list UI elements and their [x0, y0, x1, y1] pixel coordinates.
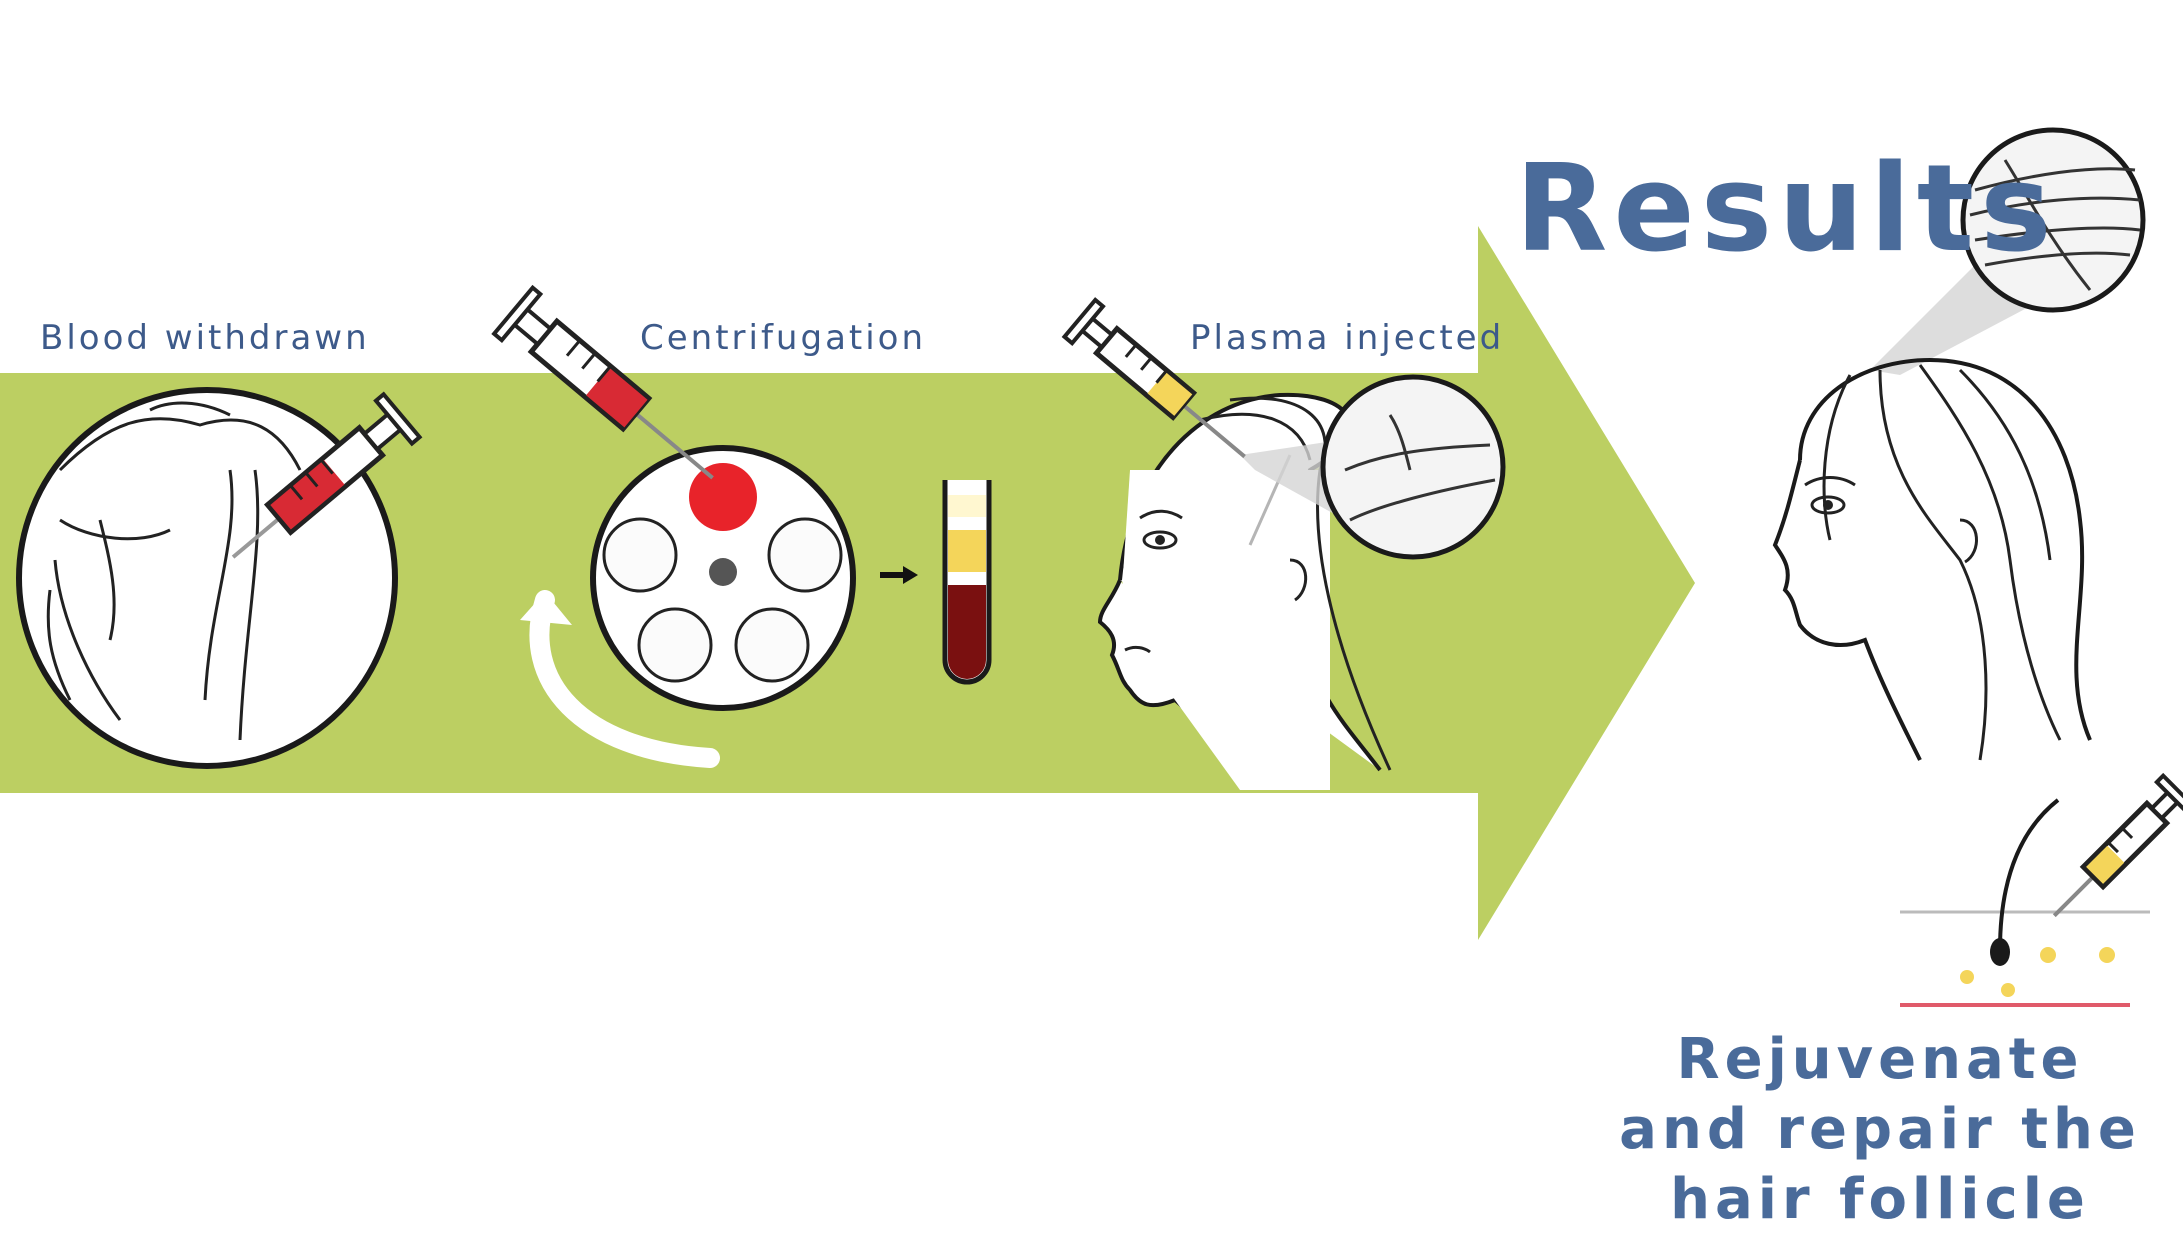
hair-follicle-illustration [1900, 772, 2183, 1007]
step-label-plasma-injected: Plasma injected [1190, 318, 1505, 358]
step-centrifugation-illustration [491, 284, 992, 768]
results-title: Results [1515, 140, 2058, 279]
step-plasma-injected-illustration [1061, 297, 1506, 790]
step-label-centrifugation: Centrifugation [640, 318, 927, 358]
results-head-illustration [1772, 127, 2146, 761]
results-caption: Rejuvenate and repair the hair follicle [1619, 1027, 2141, 1232]
step-label-blood-withdrawn: Blood withdrawn [40, 318, 370, 358]
step-blood-withdrawn-illustration [16, 387, 423, 769]
